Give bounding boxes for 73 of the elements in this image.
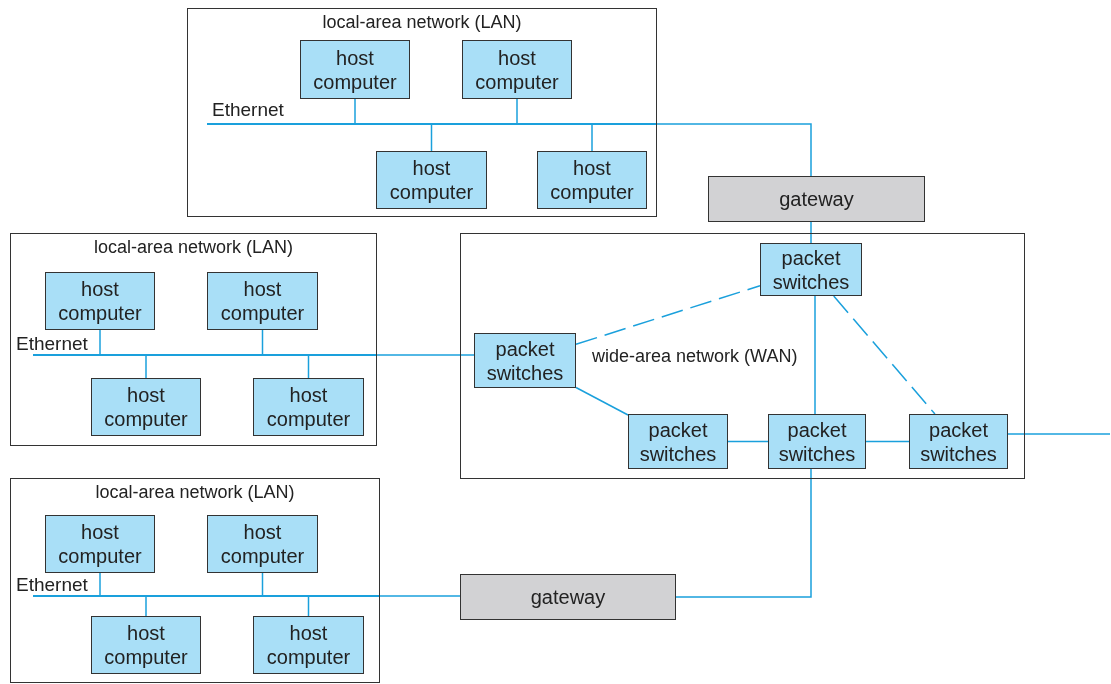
host-computer-box [537,151,647,209]
host-computer-box [253,616,364,674]
network-link [814,295,816,415]
packet-switch-box [768,414,866,469]
network-link [675,468,812,598]
node-label: host computer [57,277,143,325]
packet-switch-box [628,414,728,469]
lan-boundary [10,233,377,446]
network-link [727,440,769,443]
network-title: local-area network (LAN) [321,12,523,33]
node-label: packet switches [777,417,857,466]
network-link [430,124,433,152]
network-link [575,386,629,416]
host-computer-box [91,616,201,674]
node-label: host computer [219,277,306,325]
node-label: host computer [265,621,352,669]
lan-boundary [10,478,380,683]
host-computer-box [91,378,201,436]
network-link [375,354,475,356]
network-link [810,221,812,244]
network-link [307,596,310,617]
packet-switch-box [474,333,576,388]
node-label: packet switches [919,417,998,466]
dashed-link [575,285,761,345]
lan-boundary [187,8,657,217]
network-title: local-area network (LAN) [92,237,295,258]
network-link [307,355,310,379]
node-label: host computer [265,383,352,431]
network-link [261,572,264,596]
node-label: host computer [388,156,475,204]
dashed-link [833,295,936,415]
packet-switch-box [909,414,1008,469]
network-link [655,123,812,177]
packet-switch-box [760,243,862,296]
node-label: host computer [312,45,398,94]
host-computer-box [45,272,155,330]
node-label: gateway [530,585,606,609]
network-link [865,440,910,443]
node-label: packet switches [771,245,851,294]
host-computer-box [300,40,410,99]
host-computer-box [253,378,364,436]
network-link [99,329,101,355]
ethernet-label: Ethernet [212,99,284,121]
node-label: host computer [103,621,189,669]
network-link [1007,433,1111,435]
network-link [516,98,518,124]
node-label: packet switches [638,417,718,466]
network-link [354,98,356,124]
ethernet-label: Ethernet [16,333,88,355]
host-computer-box [207,272,318,330]
network-link [261,329,264,355]
ethernet-label: Ethernet [16,574,88,596]
network-title: wide-area network (WAN) [592,346,798,367]
network-link [145,355,147,379]
network-link [99,572,101,596]
host-computer-box [45,515,155,573]
wan-boundary [460,233,1025,479]
network-title: local-area network (LAN) [94,482,296,503]
node-label: host computer [474,45,560,94]
node-label: host computer [57,520,143,568]
node-label: host computer [549,156,635,204]
node-label: host computer [219,520,306,568]
node-label: host computer [103,383,189,431]
network-link [591,124,593,152]
host-computer-box [462,40,572,99]
node-label: packet switches [485,336,565,385]
gateway-box [708,176,925,222]
host-computer-box [207,515,318,573]
host-computer-box [376,151,487,209]
network-link [378,595,461,597]
gateway-box [460,574,676,620]
network-link [145,596,147,617]
node-label: gateway [779,187,854,211]
